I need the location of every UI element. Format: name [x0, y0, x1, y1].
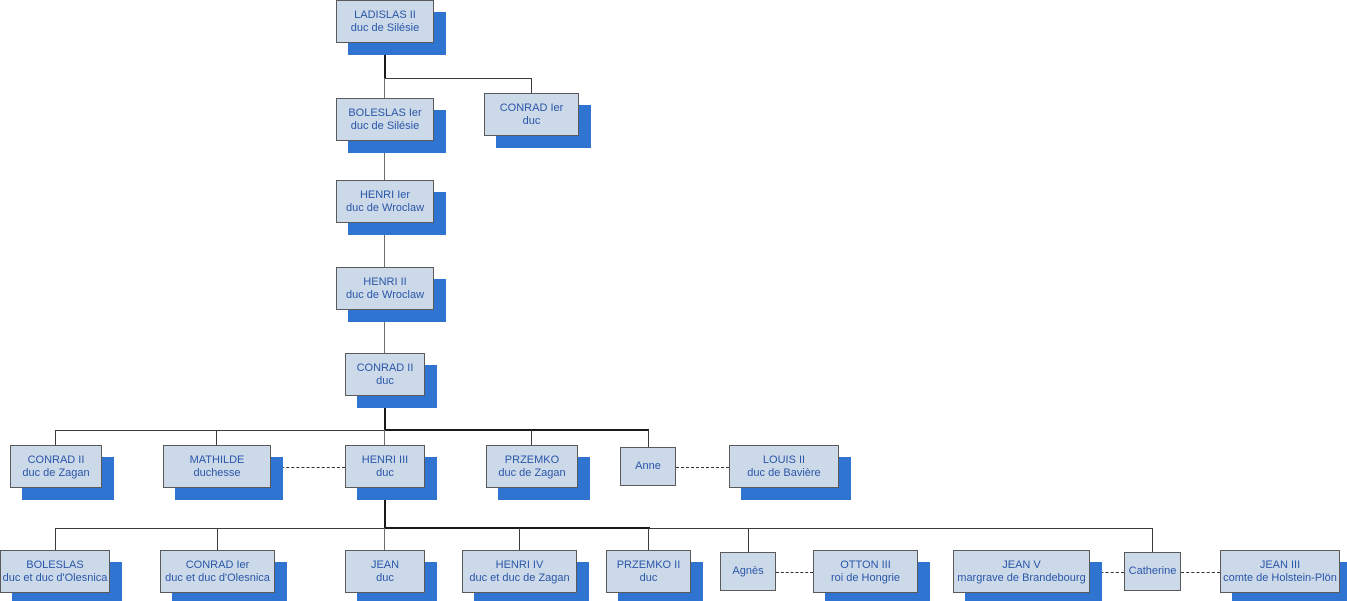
connector-bar-row4-right [650, 528, 1153, 529]
marriage-link-anne-louis2 [676, 467, 729, 468]
connector-drop-boleslas-ol [55, 528, 56, 550]
node-subtitle: duc [376, 466, 394, 479]
node-subtitle: duc et duc d'Olesnica [165, 571, 270, 584]
node-title: OTTON III [840, 558, 891, 571]
node-subtitle: duc de Zagan [22, 466, 90, 479]
connector-henri2-conrad2 [384, 310, 385, 353]
node-anne[interactable]: Anne [620, 447, 676, 486]
connector-conrad1-down [531, 78, 532, 93]
node-agnes[interactable]: Agnès [720, 552, 776, 591]
connector-drop-catherine [1152, 528, 1153, 552]
connector-drop-jean [384, 528, 385, 550]
connector-drop-mathilde [216, 430, 217, 445]
connector-boleslas1-down [384, 78, 385, 98]
connector-boleslas1-henri1 [384, 141, 385, 180]
node-subtitle: duc [376, 571, 394, 584]
node-subtitle: duchesse [193, 466, 241, 479]
node-subtitle: duc de Bavière [747, 466, 821, 479]
node-title: HENRI III [361, 453, 409, 466]
node-subtitle: duc de Silésie [350, 119, 420, 132]
connector-drop-conrad2zag [55, 430, 56, 445]
node-subtitle: margrave de Brandebourg [957, 571, 1086, 584]
connector-bar-row4-left [55, 528, 385, 529]
node-subtitle: duc de Zagan [498, 466, 566, 479]
node-title: CONRAD II [356, 361, 414, 374]
node-title: LADISLAS II [354, 8, 416, 21]
connector-bar-row4-mid [385, 527, 650, 529]
node-subtitle: duc [639, 571, 658, 584]
node-title: HENRI IV [495, 558, 544, 571]
node-title: PRZEMKO II [616, 558, 681, 571]
node-title: Anne [635, 460, 661, 472]
node-subtitle: duc de Wroclaw [345, 201, 425, 214]
node-title: BOLESLAS Ier [348, 106, 422, 119]
marriage-link-catherine-jean3 [1181, 572, 1220, 573]
connector-drop-anne [648, 430, 649, 447]
node-title: HENRI II [363, 275, 407, 288]
connector-bar-row3-right [385, 429, 649, 431]
node-title: LOUIS II [762, 453, 806, 466]
connector-drop-henri3 [384, 430, 385, 445]
marriage-link-agnes-otton3 [776, 572, 813, 573]
connector-drop-przemko2 [648, 528, 649, 550]
connector-bar-row3-left [55, 430, 385, 431]
connector-bar-row2 [384, 78, 532, 79]
node-subtitle: duc [522, 114, 541, 127]
connector-ladislas2-down [384, 43, 386, 79]
node-title: JEAN [370, 558, 400, 571]
connector-henri1-henri2 [384, 223, 385, 267]
node-title: MATHILDE [189, 453, 245, 466]
node-title: BOLESLAS [26, 558, 84, 571]
node-title: CONRAD Ier [185, 558, 250, 571]
node-subtitle: duc et duc de Zagan [469, 571, 570, 584]
connector-drop-henri4 [519, 528, 520, 550]
marriage-link-mathilde-henri3 [271, 467, 345, 468]
marriage-link-jean5-catherine [1090, 572, 1124, 573]
node-title: Agnès [732, 565, 764, 577]
connector-henri3-down [384, 488, 386, 529]
connector-drop-conrad1-ol [217, 528, 218, 550]
node-subtitle: roi de Hongrie [830, 571, 901, 584]
node-title: HENRI Ier [359, 188, 411, 201]
node-title: Catherine [1128, 565, 1177, 577]
node-subtitle: duc de Silésie [350, 21, 420, 34]
connector-drop-agnes [748, 528, 749, 552]
node-title: JEAN III [1259, 558, 1301, 571]
node-subtitle: duc de Wroclaw [345, 288, 425, 301]
node-catherine[interactable]: Catherine [1124, 552, 1181, 591]
connector-drop-przemko [531, 430, 532, 445]
node-title: CONRAD Ier [499, 101, 564, 114]
node-subtitle: duc et duc d'Olesnica [2, 571, 108, 584]
node-title: JEAN V [1002, 558, 1041, 571]
node-title: PRZEMKO [504, 453, 560, 466]
node-title: CONRAD II [27, 453, 85, 466]
node-subtitle: comte de Holstein-Plön [1223, 571, 1337, 584]
connector-conrad2-down [384, 396, 386, 431]
node-subtitle: duc [376, 374, 394, 387]
